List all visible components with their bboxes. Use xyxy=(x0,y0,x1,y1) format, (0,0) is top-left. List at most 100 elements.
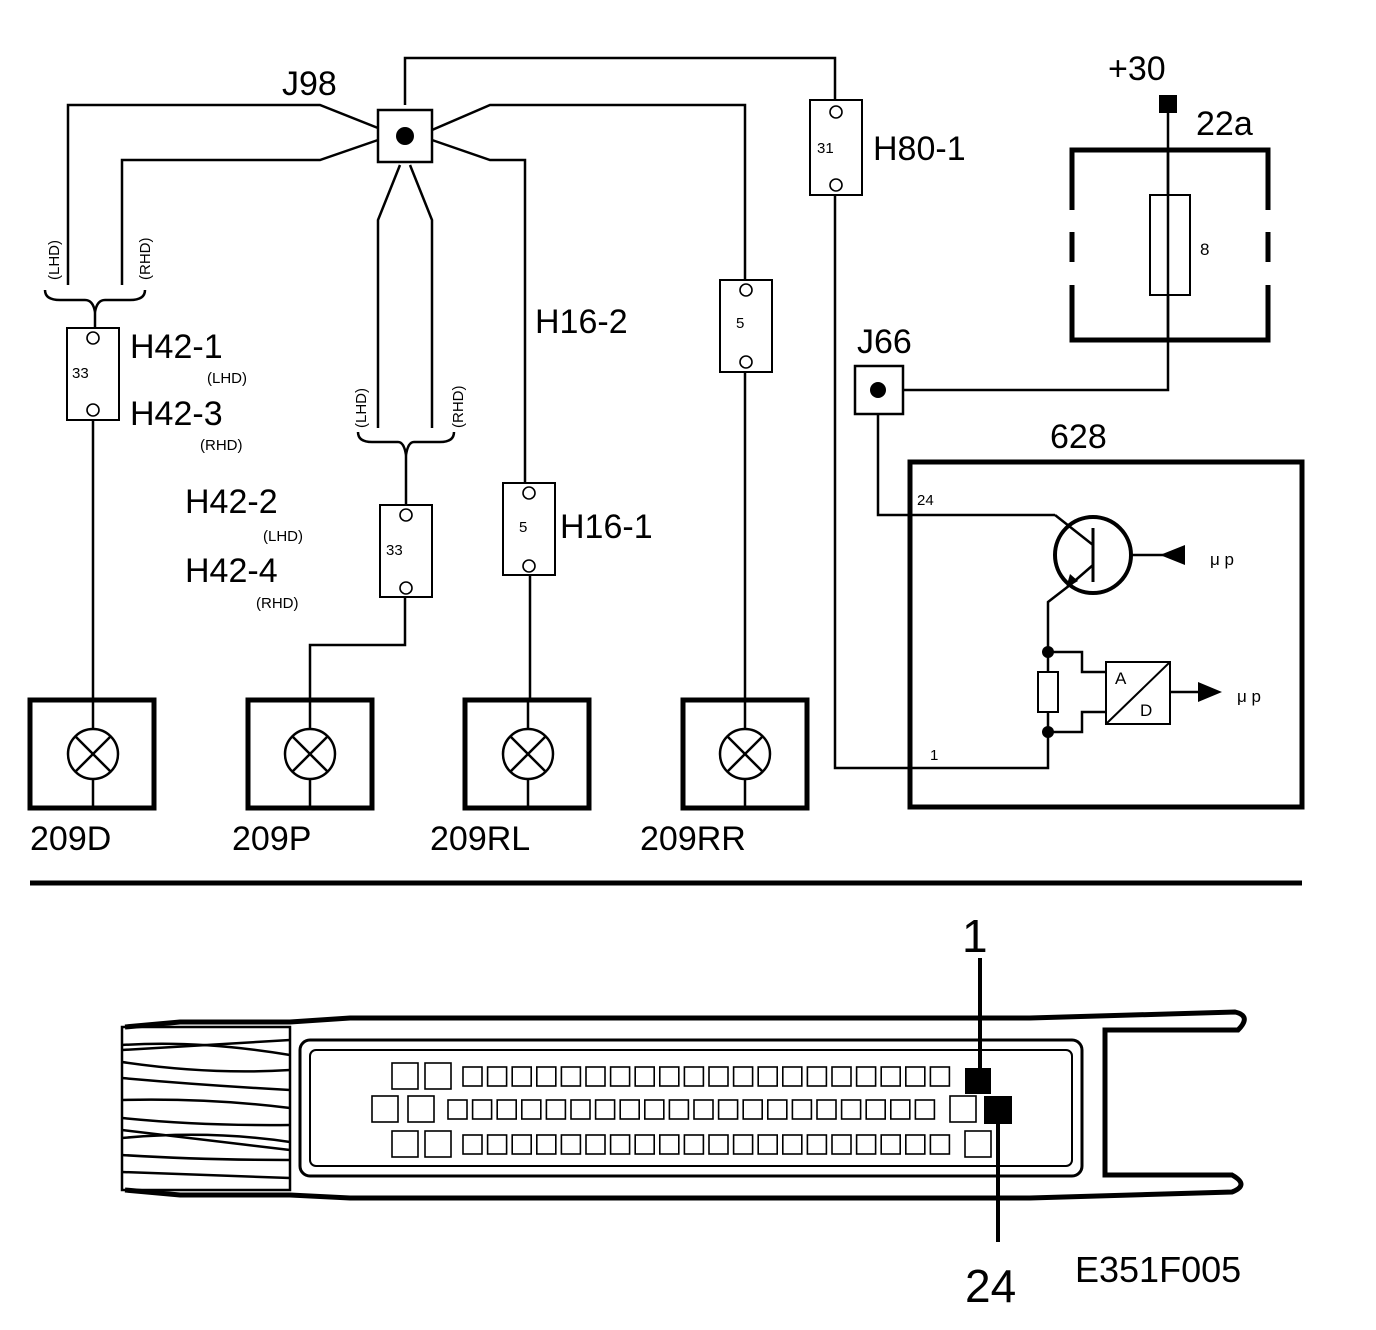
pin xyxy=(609,1066,631,1087)
connector-h80-1: 31 xyxy=(809,99,863,196)
label-mu-p-bottom: μ p xyxy=(1237,687,1261,706)
ecu-628: 24 1 μ p A D μ p xyxy=(907,459,1305,810)
label-plus30: +30 xyxy=(1108,50,1166,88)
pin xyxy=(545,1099,567,1120)
label-connector-pin-1: 1 xyxy=(962,910,988,962)
label-h42-1: H42-1 xyxy=(130,328,223,366)
lamp-209rr xyxy=(680,697,810,811)
label-mu-p-top: μ p xyxy=(1210,550,1234,569)
pin-large xyxy=(424,1062,452,1090)
wire-h422-209p xyxy=(308,595,407,735)
pin xyxy=(594,1099,616,1120)
pin xyxy=(708,1134,729,1155)
label-j66: J66 xyxy=(857,323,912,361)
label-lhd-mid: (LHD) xyxy=(353,388,370,428)
pin xyxy=(535,1134,557,1155)
figure-code: E351F005 xyxy=(1075,1249,1241,1290)
label-h16-2: H16-2 xyxy=(535,303,628,341)
pin xyxy=(757,1066,779,1087)
transistor xyxy=(1046,514,1185,652)
label-h42-2-lhd: (LHD) xyxy=(263,528,303,545)
pin xyxy=(570,1099,591,1120)
arrow-mu-p-top xyxy=(1160,545,1185,565)
wire-h80-ecu-pin1 xyxy=(833,195,1050,770)
pin-large xyxy=(407,1095,435,1123)
label-h42-4: H42-4 xyxy=(185,552,278,590)
pin xyxy=(904,1066,926,1087)
pin xyxy=(609,1134,631,1155)
pin xyxy=(806,1134,828,1155)
label-ad-d: D xyxy=(1140,701,1152,720)
pin xyxy=(486,1134,508,1155)
pin xyxy=(757,1134,779,1155)
pin-1-highlight xyxy=(965,1068,991,1094)
splice-j66 xyxy=(853,364,905,416)
pin xyxy=(831,1134,852,1155)
pin-large xyxy=(371,1095,399,1123)
brace-left xyxy=(43,289,147,313)
h80-1-number: 31 xyxy=(817,140,834,157)
pin-large xyxy=(391,1130,419,1158)
arrow-mu-p-bottom xyxy=(1198,682,1222,702)
pin xyxy=(535,1066,557,1087)
lamp-209p xyxy=(245,697,375,811)
label-h80-1: H80-1 xyxy=(873,130,966,168)
lamp-209d xyxy=(27,697,157,811)
fuse-box-22a xyxy=(1069,147,1271,343)
h16-1-number: 5 xyxy=(519,519,527,536)
pin xyxy=(658,1134,680,1155)
lamp-209rl xyxy=(462,697,592,811)
ecu-connector xyxy=(120,958,1247,1242)
h42-2-number: 33 xyxy=(386,542,403,559)
pin xyxy=(840,1099,862,1120)
pin xyxy=(766,1099,788,1120)
label-h42-3: H42-3 xyxy=(130,395,223,433)
pin xyxy=(816,1099,837,1120)
rr-connector-number: 5 xyxy=(736,315,744,332)
wire-j98-rhd-d xyxy=(120,138,379,285)
pin xyxy=(643,1099,665,1120)
wire-j98-lhd-p xyxy=(376,164,402,428)
label-connector-pin-24: 24 xyxy=(965,1260,1016,1312)
pin xyxy=(511,1066,533,1087)
label-j98: J98 xyxy=(282,65,337,103)
wires xyxy=(66,56,1170,770)
connector-h16-1: 5 xyxy=(502,482,556,576)
pin xyxy=(683,1066,705,1087)
label-rhd-mid: (RHD) xyxy=(450,386,467,429)
splice-j98 xyxy=(376,108,434,164)
label-fuse-22a: 22a xyxy=(1196,105,1253,143)
pin xyxy=(511,1134,533,1155)
label-209p: 209P xyxy=(232,820,311,858)
label-209rr: 209RR xyxy=(640,820,746,858)
fuse-element xyxy=(1149,194,1191,296)
pin xyxy=(658,1066,680,1087)
pin xyxy=(683,1134,705,1155)
label-h16-1: H16-1 xyxy=(560,508,653,546)
pin xyxy=(462,1066,483,1087)
pin xyxy=(791,1099,813,1120)
connector-h42-2: 33 xyxy=(379,504,433,598)
pin xyxy=(732,1134,754,1155)
label-h42-2: H42-2 xyxy=(185,483,278,521)
pin xyxy=(634,1066,656,1087)
pin xyxy=(889,1099,911,1120)
pin xyxy=(880,1134,902,1155)
pin xyxy=(585,1066,606,1087)
pin-large xyxy=(424,1130,452,1158)
wire-j98-h80 xyxy=(403,56,837,105)
pin xyxy=(742,1099,764,1120)
pin xyxy=(929,1134,951,1155)
label-fuse-rating: 8 xyxy=(1200,240,1209,259)
pin xyxy=(781,1134,803,1155)
pin xyxy=(865,1099,887,1120)
terminal-plus30 xyxy=(1159,95,1177,113)
pin xyxy=(732,1066,754,1087)
label-h42-3-rhd: (RHD) xyxy=(200,437,243,454)
wire-j66-ecu-pin24 xyxy=(876,410,1055,517)
pin xyxy=(585,1134,606,1155)
pin xyxy=(855,1066,877,1087)
pin-large xyxy=(391,1062,419,1090)
pin xyxy=(462,1134,483,1155)
